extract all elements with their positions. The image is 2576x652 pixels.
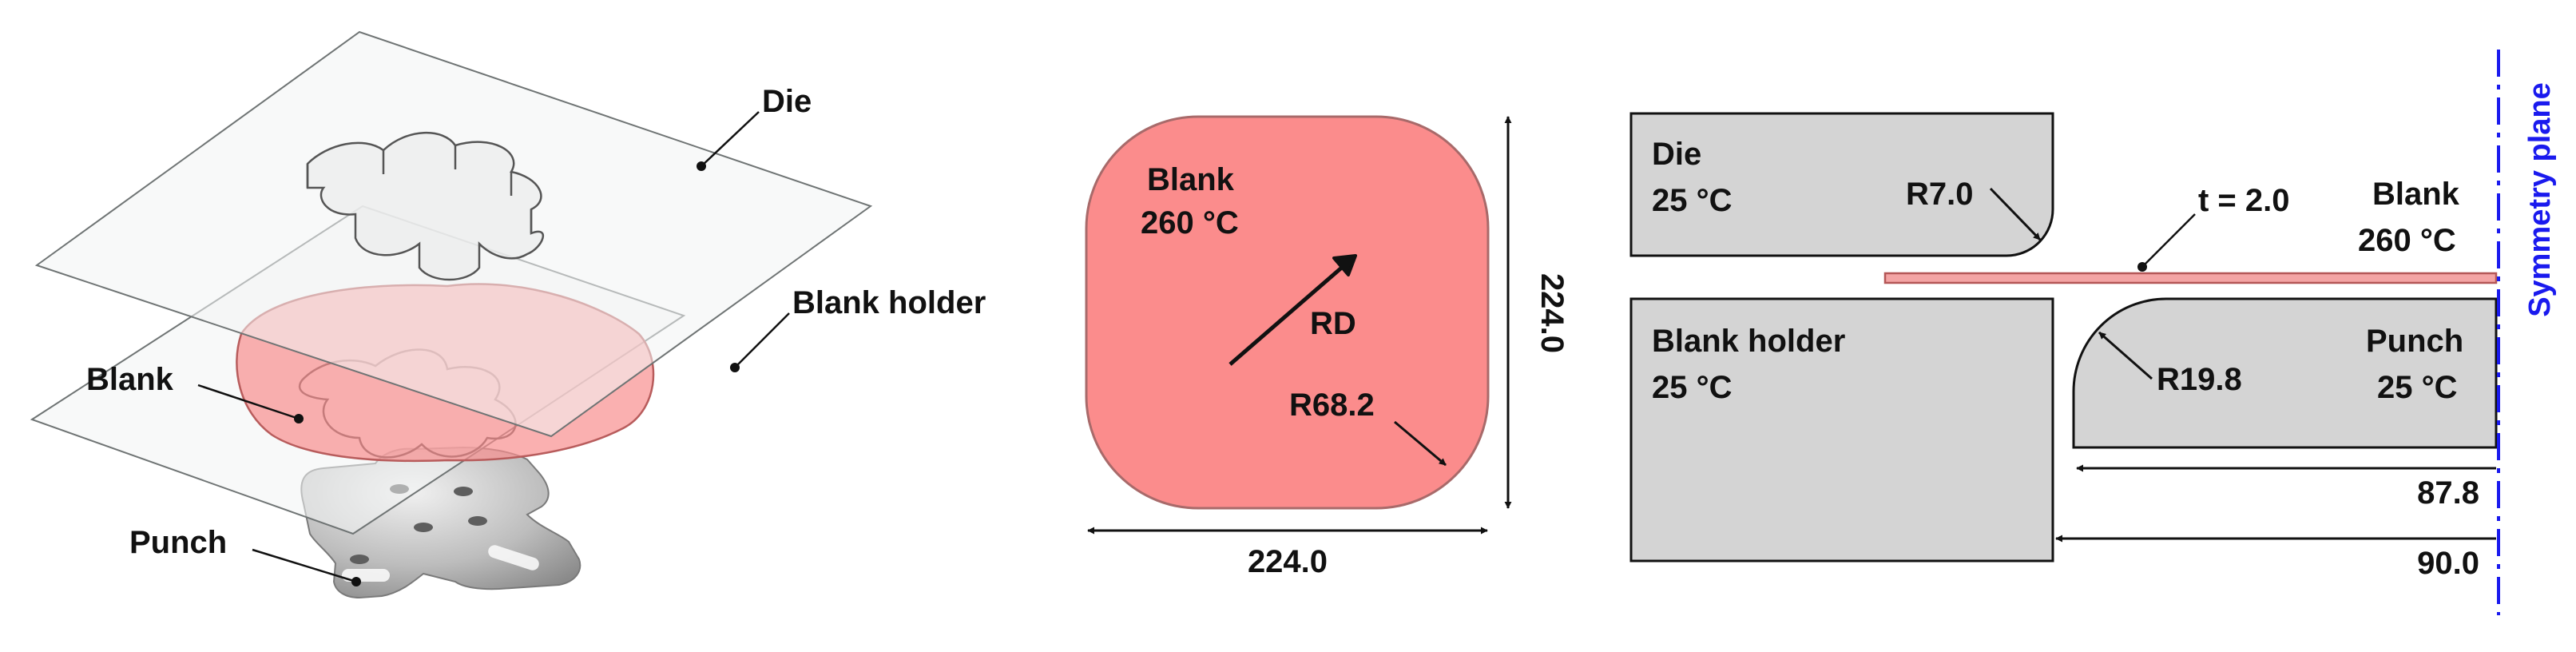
label-blank: Blank <box>86 362 304 423</box>
section-blank-name: Blank <box>2372 177 2460 212</box>
die-temp: 25 °C <box>1652 183 1733 218</box>
blank-name-label: Blank <box>1147 162 1235 197</box>
corner-radius-leader <box>1394 420 1447 467</box>
die-halfwidth-label: 90.0 <box>2417 546 2479 581</box>
symmetry-label: Symmetry plane <box>2523 82 2557 317</box>
blank-sheet <box>1883 272 2498 284</box>
label-die: Die <box>697 84 812 171</box>
width-label: 224.0 <box>1248 544 1328 579</box>
section-blank-temp: 260 °C <box>2358 223 2456 258</box>
panel-blank-geometry: Blank 260 °C RD R68.2 224.0 224.0 <box>1085 115 1570 579</box>
die-cavity <box>306 131 545 281</box>
punch-radius-leader <box>2098 331 2153 380</box>
height-label: 224.0 <box>1534 273 1570 353</box>
punch-radius-label: R19.8 <box>2157 362 2242 397</box>
thickness-label: t = 2.0 <box>2198 183 2290 218</box>
label-punch: Punch <box>129 525 361 586</box>
blank-holder-block <box>1629 297 2054 563</box>
holder-name: Blank holder <box>1652 324 1845 359</box>
panel-cross-section: Die 25 °C R7.0 t = 2.0 Blank 260 °C Blan… <box>1629 50 2557 615</box>
die-block <box>1629 112 2054 257</box>
rd-arrow <box>1228 259 1352 366</box>
panel-3d-view: Die Blank holder Blank Punch <box>30 30 986 599</box>
punch-halfwidth-label: 87.8 <box>2417 475 2479 511</box>
blank-temperature-label: 260 °C <box>1141 205 1239 241</box>
die-radius-leader <box>1989 187 2042 241</box>
blank-holder-label-3d: Blank holder <box>792 285 986 320</box>
die-radius-label: R7.0 <box>1906 177 1974 212</box>
thickness-leader <box>2141 213 2196 268</box>
holder-temp: 25 °C <box>1652 370 1733 405</box>
punch-name: Punch <box>2366 324 2463 359</box>
corner-radius-label: R68.2 <box>1289 388 1375 423</box>
label-blank-holder: Blank holder <box>730 285 986 372</box>
blank-label-3d: Blank <box>86 362 174 397</box>
die-name: Die <box>1652 137 1701 172</box>
rd-label: RD <box>1310 306 1356 341</box>
punch-block <box>2072 297 2498 449</box>
die-label-3d: Die <box>762 84 812 119</box>
punch-label-3d: Punch <box>129 525 227 560</box>
punch-temp: 25 °C <box>2377 370 2458 405</box>
